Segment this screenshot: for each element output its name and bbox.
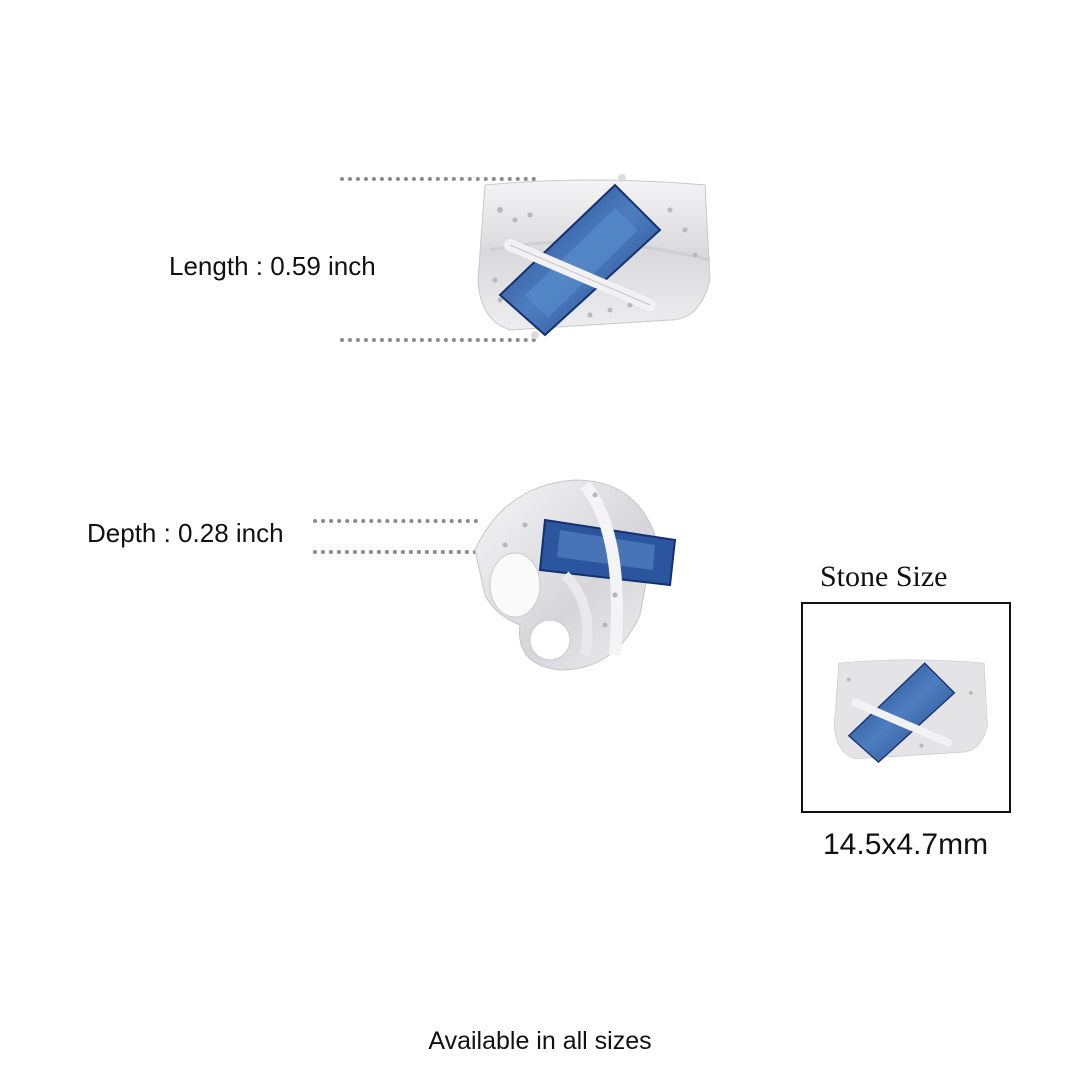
stone-size-title: Stone Size bbox=[820, 560, 948, 593]
depth-label: Depth : 0.28 inch bbox=[87, 518, 284, 548]
stone-size-value: 14.5x4.7mm bbox=[823, 828, 989, 861]
length-top-guide-line bbox=[340, 177, 536, 181]
depth-top-guide-line bbox=[313, 519, 478, 523]
length-label: Length : 0.59 inch bbox=[169, 251, 376, 281]
availability-note: Available in all sizes bbox=[428, 1027, 652, 1055]
length-bottom-guide-line bbox=[340, 338, 536, 342]
stone-size-frame bbox=[801, 602, 1011, 813]
ring-side-view-image bbox=[465, 475, 705, 675]
ring-stone-thumbnail-image bbox=[829, 646, 994, 776]
depth-bottom-guide-line bbox=[313, 550, 493, 554]
ring-front-view-image bbox=[470, 170, 720, 345]
